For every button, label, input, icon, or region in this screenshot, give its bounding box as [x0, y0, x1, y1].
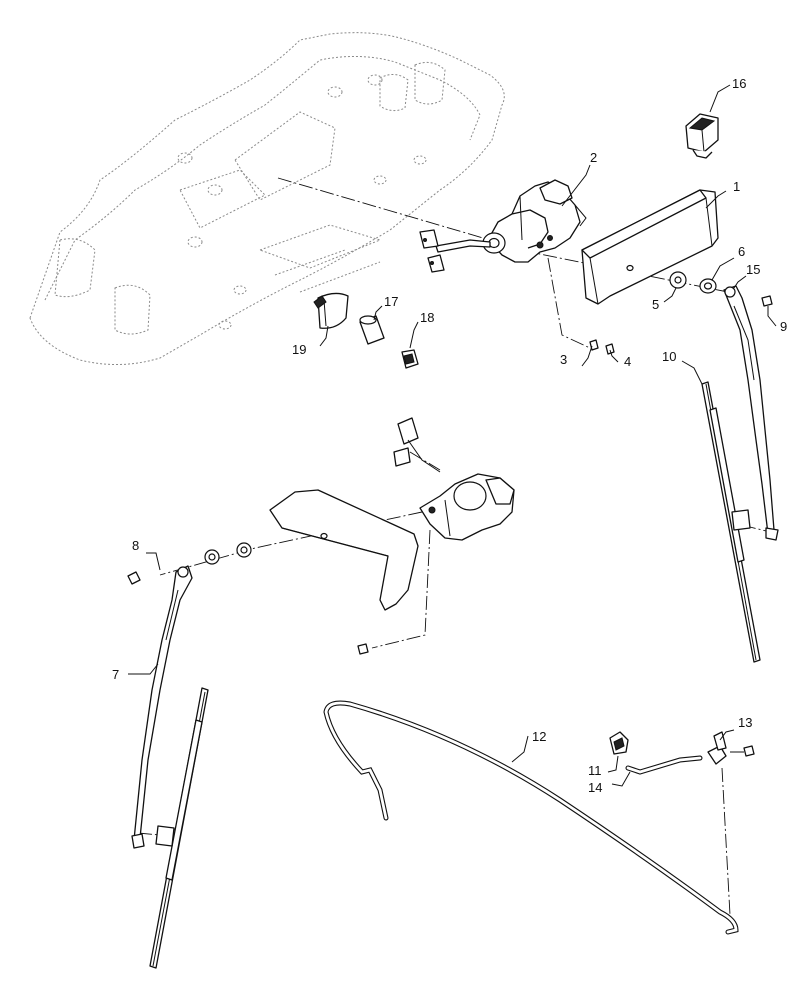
lower-nut-8: [127, 571, 141, 585]
upper-screw-4: [605, 343, 615, 355]
callout-2: 2: [590, 150, 597, 165]
callout-6: 6: [738, 244, 745, 259]
washer-hose-short: [625, 755, 703, 775]
cab-roof-phantom-outline: [29, 32, 505, 365]
lower-spacer: [204, 549, 220, 565]
callout-1: 1: [733, 179, 740, 194]
callout-5: 5: [652, 297, 659, 312]
callout-4: 4: [624, 354, 631, 369]
callout-19: 19: [292, 342, 306, 357]
upper-wiper-arm: [723, 285, 779, 541]
callout-13: 13: [738, 715, 752, 730]
callout-8: 8: [132, 538, 139, 553]
upper-wiper-blade: [701, 381, 761, 663]
lower-washer: [236, 542, 252, 558]
lower-motor-cover: [269, 489, 419, 611]
lower-wiper-arm: [131, 565, 193, 849]
upper-motor-cover: [581, 189, 719, 305]
spacer-17: [359, 315, 385, 345]
clip-18: [401, 349, 419, 369]
wiper-switch: [685, 113, 719, 159]
hose-clamp-19: [313, 292, 349, 329]
washer-nozzle: [609, 731, 629, 755]
lower-wiper-motor: [419, 473, 515, 541]
callout-17: 17: [384, 294, 398, 309]
callout-11: 11: [588, 763, 602, 778]
washer-hose: [323, 700, 739, 935]
callout-15: 15: [746, 262, 760, 277]
callout-labels: 2 1 16 6 15 5 9 17 18 19 3 4 10 8 7 12 1…: [112, 76, 787, 795]
callout-18: 18: [420, 310, 434, 325]
lower-harness-connector: [393, 417, 441, 473]
callout-9: 9: [780, 319, 787, 334]
callout-7: 7: [112, 667, 119, 682]
callout-14: 14: [588, 780, 602, 795]
washer-tee-fitting: [707, 731, 755, 765]
upper-nut-9: [761, 295, 773, 307]
lower-wiper-blade: [149, 687, 209, 969]
callout-3: 3: [560, 352, 567, 367]
upper-wiper-motor: [419, 179, 587, 273]
upper-washer-5: [669, 271, 687, 289]
callout-10: 10: [662, 349, 676, 364]
callout-16: 16: [732, 76, 746, 91]
lower-screw: [357, 643, 369, 655]
upper-nut-6: [699, 278, 717, 294]
callout-12: 12: [532, 729, 546, 744]
callout-leaders: [128, 84, 777, 787]
